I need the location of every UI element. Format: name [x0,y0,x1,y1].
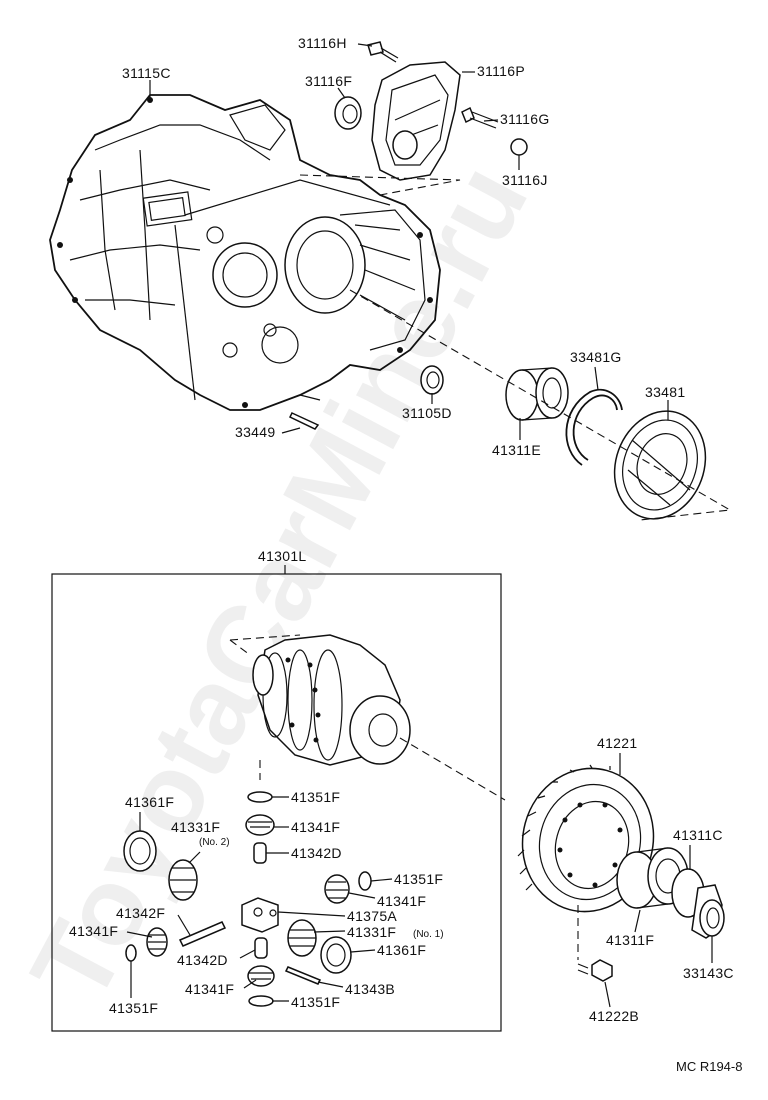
label-33481: 33481 [645,384,685,400]
bolt-31116h-drawing [367,41,399,63]
stud-31116g-drawing [461,106,499,129]
pin-33449-drawing [288,412,320,430]
alignment-line [349,289,732,521]
label-41361f-b: 41361F [377,942,426,958]
seal-31116f-drawing [334,96,362,130]
label-41331f-a: 41331F [171,819,220,835]
leader-lines [126,43,713,1008]
label-41342d-b: 41342D [177,952,228,968]
bolt-41222b-drawing [577,905,613,982]
label-41351f-d: 41351F [291,994,340,1010]
label-31105d: 31105D [402,405,452,421]
label-31116j: 31116J [502,172,548,188]
label-41343b: 41343B [345,981,395,997]
differential-case-drawing [229,634,411,780]
watermark: ToyotaCarMine.ru [8,145,552,1021]
plug-31116j-drawing [510,138,528,156]
label-41341f-c: 41341F [69,923,118,939]
label-41331f-a-note: (No. 2) [199,837,230,848]
oil-seal-31105d-drawing [420,365,444,395]
label-41342d-a: 41342D [291,845,342,861]
label-41222b: 41222B [589,1008,639,1024]
alignment-line [299,174,461,196]
label-41331f-b: 41331F [347,924,396,940]
label-41311f: 41311F [606,932,654,948]
label-41342f: 41342F [116,905,165,921]
snap-ring-33481g-drawing [565,388,623,466]
label-33143c: 33143C [683,965,734,981]
label-41341f-b: 41341F [377,893,426,909]
label-41361f-a: 41361F [125,794,174,810]
label-31116p: 31116P [477,63,525,79]
label-41341f-d: 41341F [185,981,234,997]
retainer-33481-drawing [613,410,707,520]
differential-internals-drawing [123,791,372,1007]
label-41341f-a: 41341F [291,819,340,835]
alignment-line [399,737,506,801]
label-41375a: 41375A [347,908,397,924]
label-41331f-b-note: (No. 1) [413,929,444,940]
label-33449: 33449 [235,424,275,440]
label-41221: 41221 [597,735,637,751]
label-41351f-c: 41351F [109,1000,158,1016]
side-bearings-drawing [616,847,725,939]
label-33481g: 33481G [570,349,622,365]
transaxle-case-drawing [49,94,441,411]
label-41351f-a: 41351F [291,789,340,805]
cover-plate-drawing [371,61,461,181]
label-41311c: 41311C [673,827,723,843]
group-box-41301l [51,573,502,1032]
label-31116h: 31116H [298,35,347,51]
label-41311e: 41311E [492,442,541,458]
label-31115c: 31115C [122,65,171,81]
label-41301l: 41301L [258,548,307,564]
label-31116g: 31116G [500,111,550,127]
reference-code: MC R194-8 [676,1059,742,1074]
part-labels: 31116H 31116P 31115C 31116F 31116G 31116… [69,35,742,1074]
label-41351f-b: 41351F [394,871,443,887]
bearing-41311e-drawing [505,367,569,421]
label-31116f: 31116F [305,73,352,89]
